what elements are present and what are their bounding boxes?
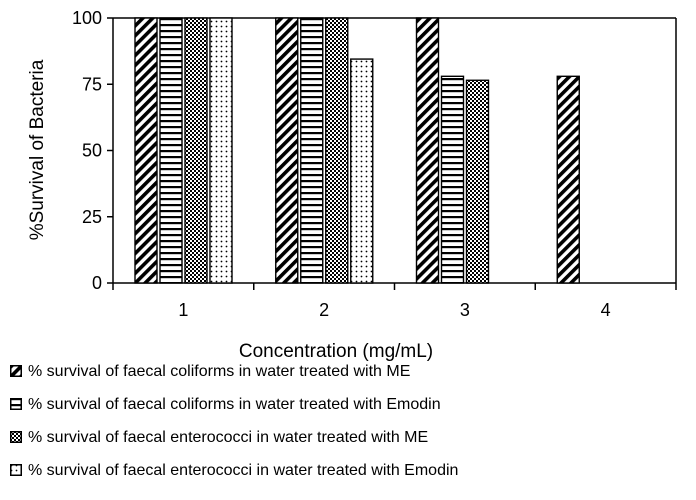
bar-horizontal-cat-2 <box>300 17 324 284</box>
bar-horizontal-cat-1 <box>159 17 183 284</box>
bar-dots-cat-1 <box>209 17 233 284</box>
legend-label: % survival of faecal enterococci in wate… <box>28 462 459 479</box>
bar-chart: 0 25 50 75 100 1 2 3 4 %Survival of Bacteria Co… <box>27 8 677 362</box>
x-tick-label: 1 <box>178 300 188 320</box>
bar-diagonal-cat-3 <box>415 17 440 284</box>
legend-swatch-dots <box>10 464 22 476</box>
y-tick-label: 75 <box>82 74 102 94</box>
legend-label: % survival of faecal coliforms in water … <box>28 396 441 413</box>
legend-swatch-checker <box>10 431 22 443</box>
bar-horizontal-cat-3 <box>440 75 465 284</box>
x-tick-label: 4 <box>601 300 611 320</box>
x-axis-title: Concentration (mg/mL) <box>239 341 433 362</box>
bar-diagonal-cat-2 <box>275 17 299 284</box>
bar-checker-cat-1 <box>184 17 208 284</box>
legend-swatch-diagonal <box>10 365 22 377</box>
y-tick-label: 50 <box>82 141 102 161</box>
legend-swatch-horizontal <box>10 398 22 410</box>
legend-label: % survival of faecal enterococci in wate… <box>28 429 429 446</box>
bar-diagonal-cat-4 <box>556 75 580 284</box>
y-tick-label: 25 <box>82 207 102 227</box>
x-tick-label: 3 <box>460 300 470 320</box>
x-tick-label: 2 <box>319 300 329 320</box>
bar-checker-cat-2 <box>325 17 349 284</box>
legend-label: % survival of faecal coliforms in water … <box>28 363 411 380</box>
y-axis-title: %Survival of Bacteria <box>27 59 48 240</box>
y-tick-label: 100 <box>72 8 102 28</box>
bar-diagonal-cat-1 <box>134 17 158 284</box>
bar-dots-cat-2 <box>350 58 374 284</box>
bar-checker-cat-3 <box>465 79 490 284</box>
y-tick-label: 0 <box>92 273 102 293</box>
